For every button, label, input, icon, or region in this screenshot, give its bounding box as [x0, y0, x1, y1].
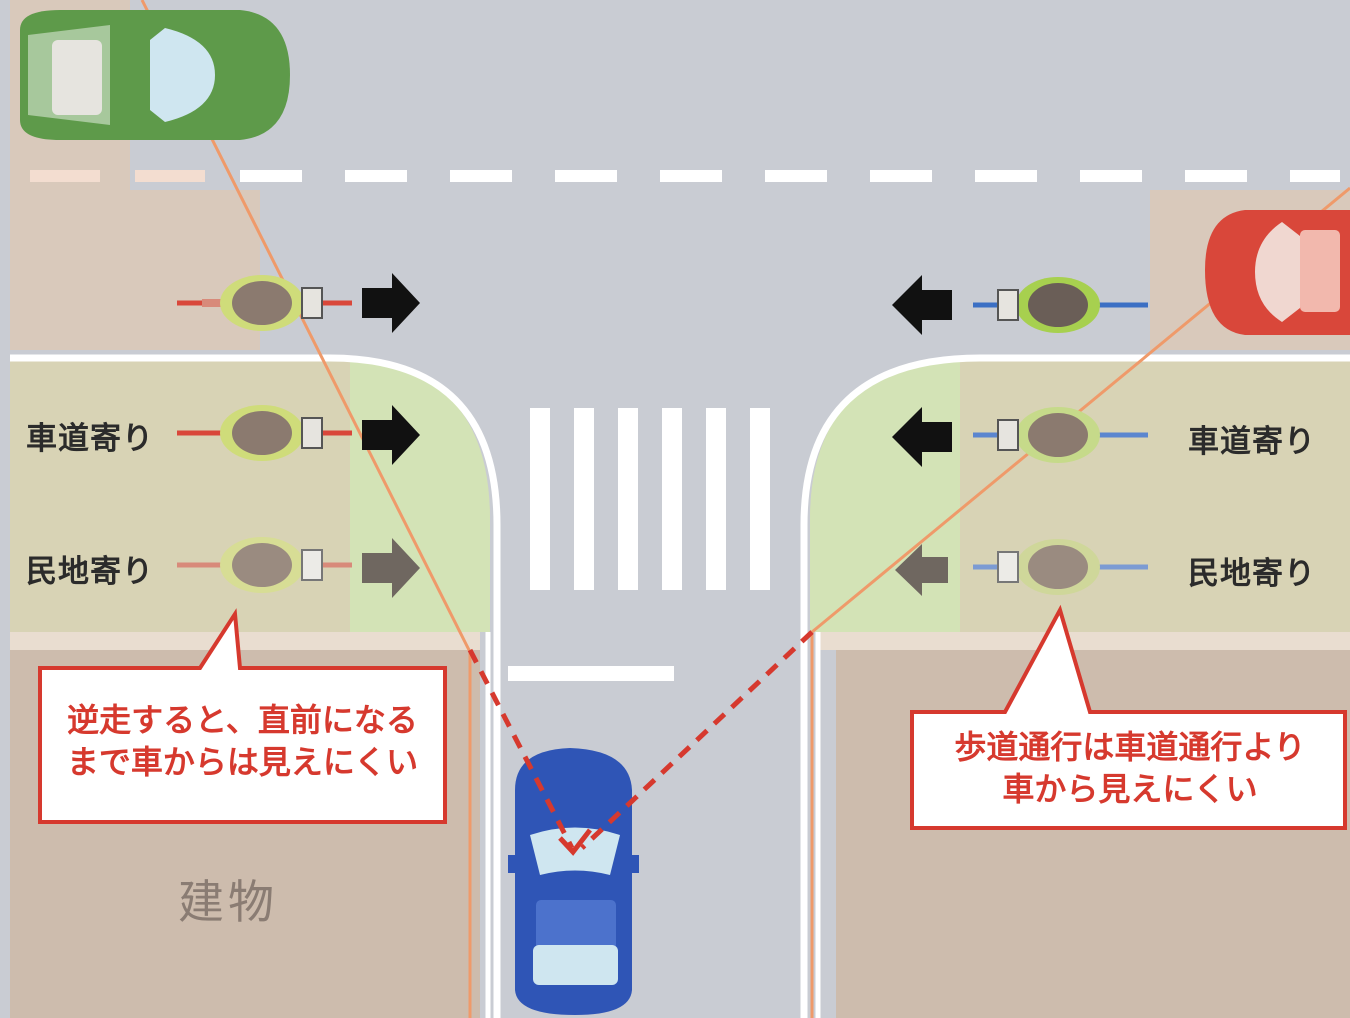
left-callout-text: 逆走すると、直前になる まで車からは見えにくい — [50, 700, 435, 783]
left-building-edge — [10, 632, 480, 650]
crosswalk — [530, 408, 770, 590]
right-arrow-icon-3 — [362, 538, 420, 598]
right-building-area — [836, 650, 1350, 1018]
right-callout-line1: 歩道通行は車道通行より — [954, 728, 1306, 766]
cyclist-icon-right-sidewalk-road — [973, 407, 1148, 463]
car-icon-blue — [508, 748, 639, 1015]
left-curb-line — [10, 354, 501, 1018]
left-callout-line1: 逆走すると、直前になる — [67, 701, 418, 739]
left-cycle-lane-band — [10, 190, 260, 350]
right-curb-line — [800, 354, 1350, 1018]
car-icon-red — [1205, 210, 1350, 335]
left-roadside-label: 車道寄り — [26, 421, 154, 457]
driver-eye-mark — [558, 828, 592, 856]
left-callout-line2: まで車からは見えにくい — [66, 742, 419, 781]
cyclist-icon-right-road — [973, 277, 1148, 333]
left-arrow-icon-1 — [892, 275, 952, 335]
driver-sight-right — [580, 630, 814, 850]
left-callout-bubble — [38, 608, 447, 824]
building-label: 建物 — [178, 875, 278, 929]
cyclist-icon-left-road — [177, 275, 352, 331]
car-icon-green — [20, 10, 290, 140]
right-building-edge — [820, 632, 1350, 650]
left-landside-label: 民地寄り — [26, 554, 154, 590]
right-roadside-label: 車道寄り — [1188, 424, 1316, 460]
right-callout-bubble — [910, 604, 1347, 830]
cyclist-icon-left-sidewalk-road — [177, 405, 352, 461]
left-arrow-icon-2 — [892, 407, 952, 467]
right-arrow-icon-1 — [362, 273, 420, 333]
driver-sight-left — [467, 648, 575, 850]
stop-line — [508, 666, 674, 681]
cyclist-icon-right-sidewalk-land — [973, 539, 1148, 595]
cyclist-icon-left-sidewalk-land — [177, 537, 352, 593]
right-callout-text: 歩道通行は車道通行より 車から見えにくい — [920, 727, 1340, 810]
right-arrow-icon-2 — [362, 405, 420, 465]
right-callout-line2: 車から見えにくい — [1002, 769, 1258, 808]
right-landside-label: 民地寄り — [1188, 556, 1316, 592]
left-arrow-icon-3 — [895, 544, 948, 596]
center-dashed-line — [30, 170, 1340, 182]
